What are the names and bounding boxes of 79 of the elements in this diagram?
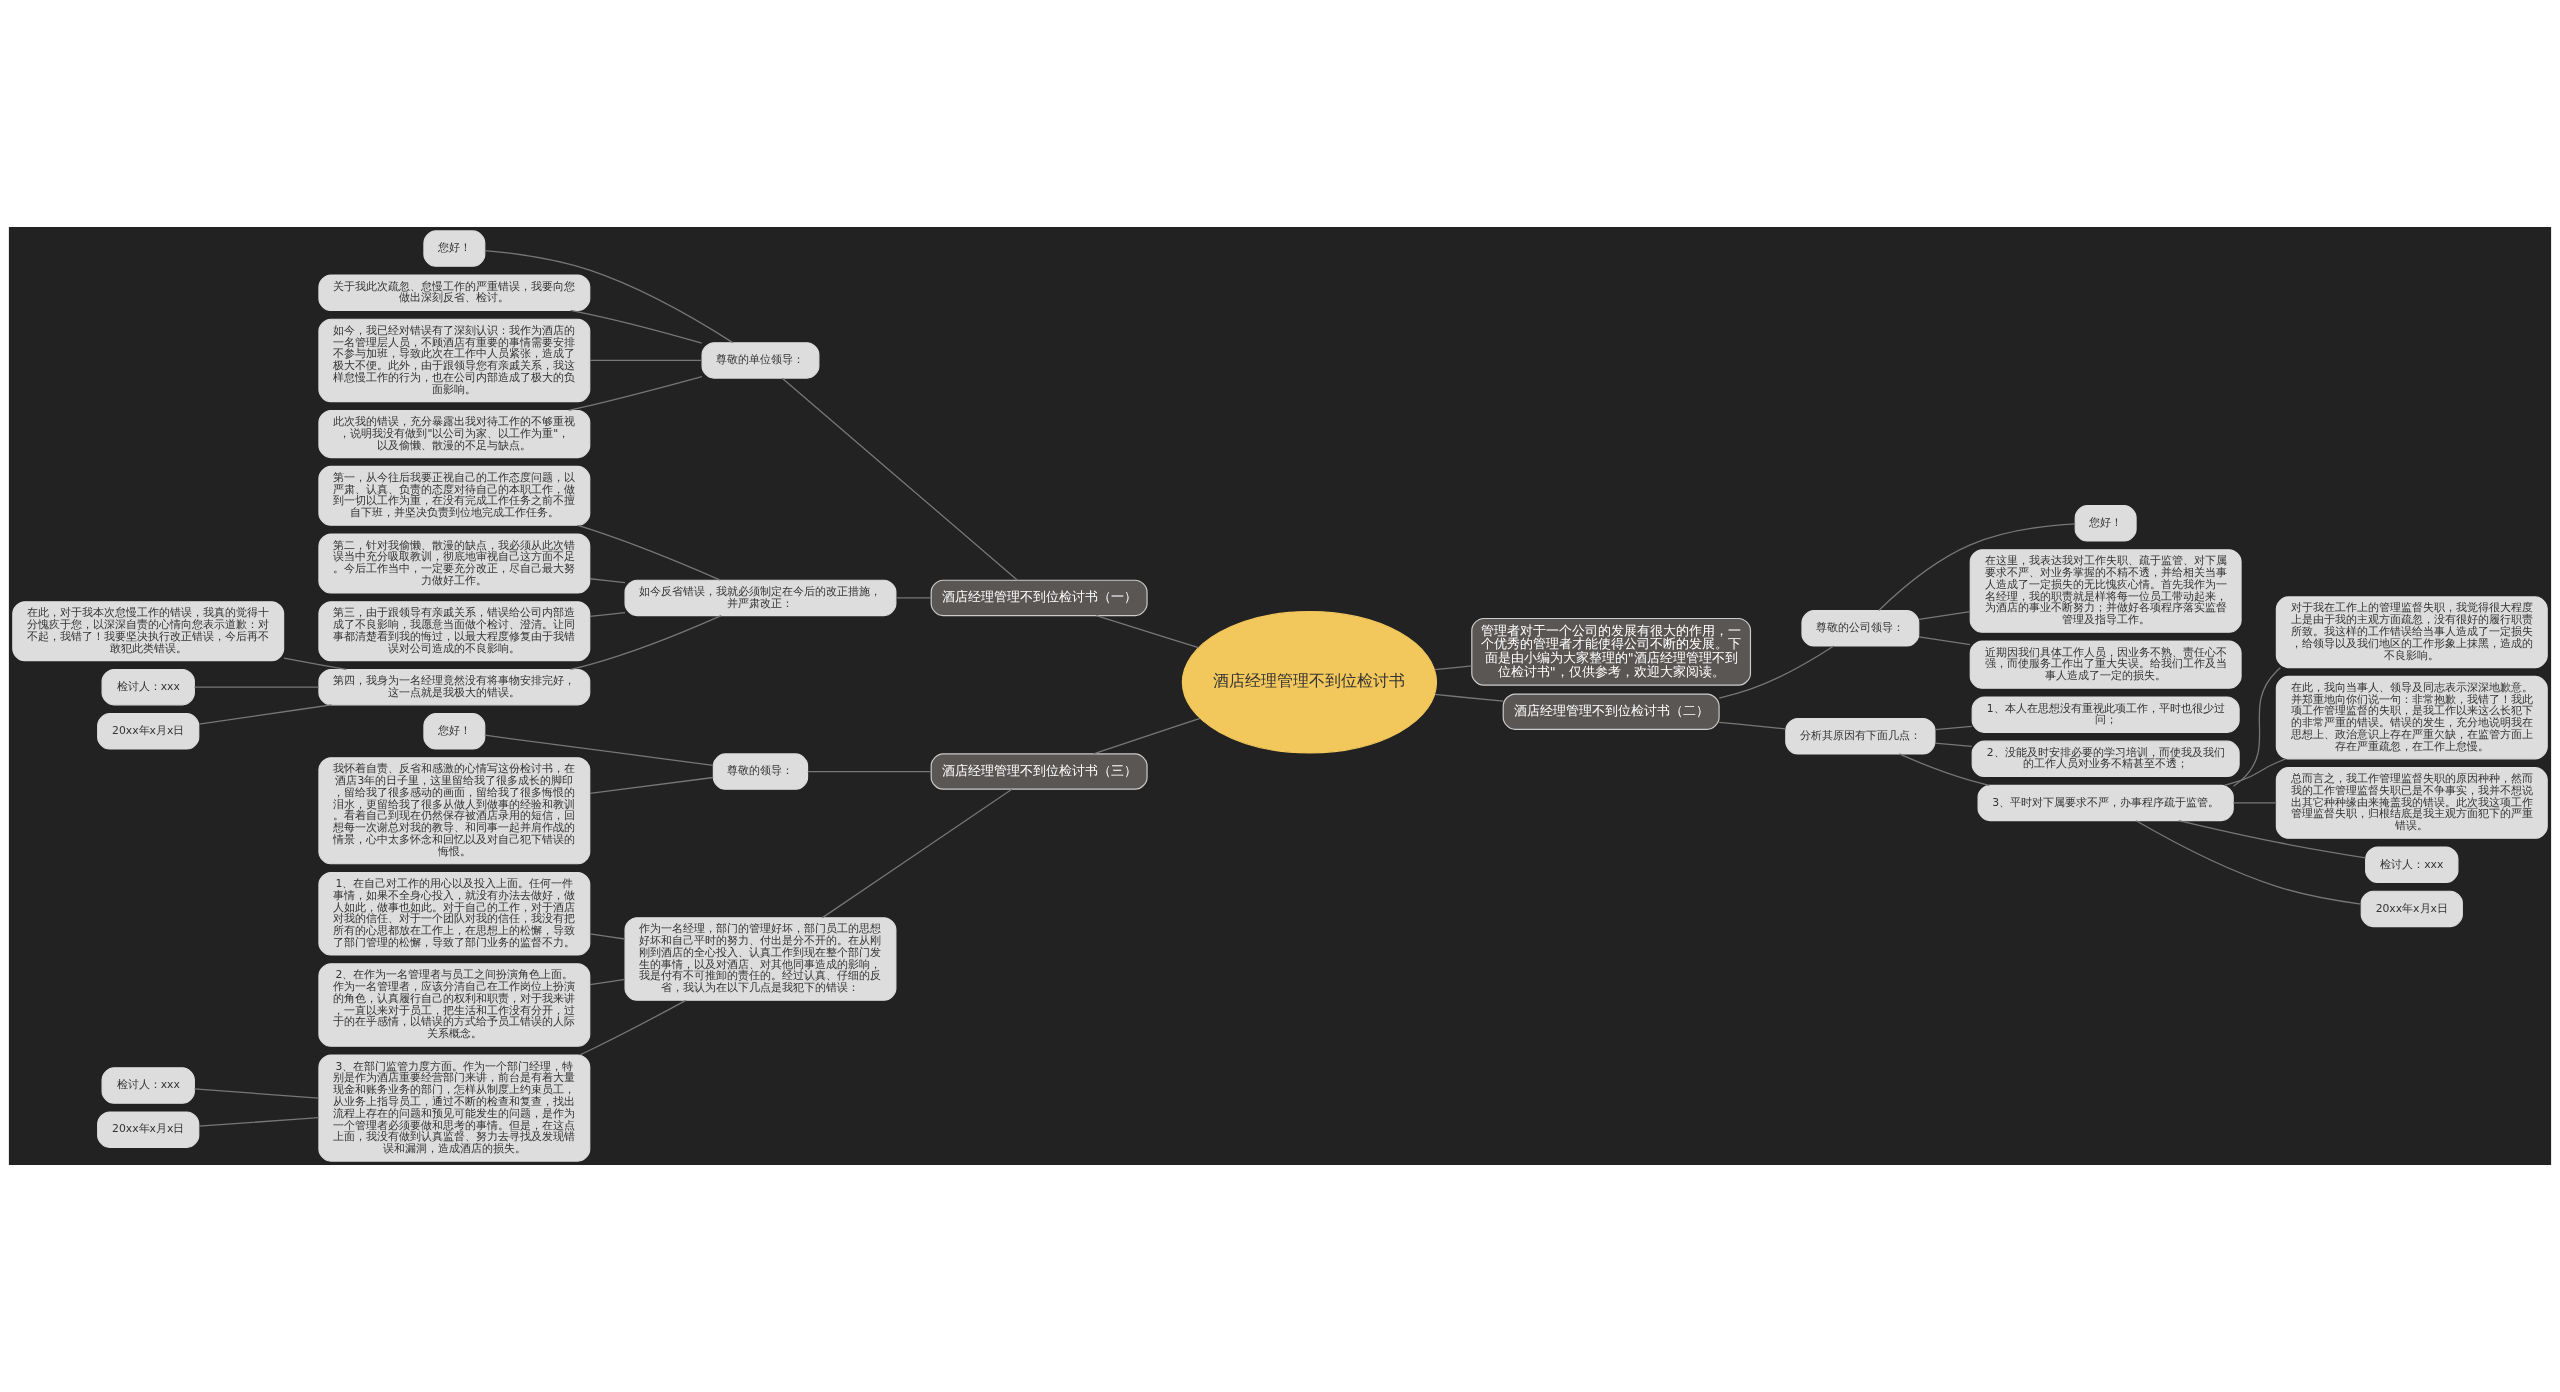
node-box: 检讨人：xxx xyxy=(101,668,195,706)
connector xyxy=(781,377,1019,581)
connector xyxy=(589,978,626,986)
node-box: 3、在部门监管力度方面。作为一个部门经理，特别是作为酒店重要经营部门来讲，前台是有着大量现金和账务业务的部门，怎样从制度上约束员工，从业务上指导员工，通过不断的检查和复查，找出流程上存在的问题和预见可能发生的问题，是作为一个管理者必须要做和思考的事情。但是，在这点上面，我没有做到认真监督、努力去寻找及发现错误和漏洞，造成酒店的损失。 xyxy=(318,1054,591,1162)
node-box: 您好！ xyxy=(423,713,486,750)
node-box: 近期因我们具体工作人员，因业务不熟、责任心不强，而使服务工作出了重大失误。给我们工作及当事人造成了一定的损失。 xyxy=(1969,640,2242,689)
connector xyxy=(2223,758,2287,786)
connector xyxy=(2135,820,2362,905)
connector xyxy=(2178,820,2367,859)
connector xyxy=(1934,742,1973,748)
node-box: 关于我此次疏忽、怠慢工作的严重错误，我要向您做出深刻反省、检讨。 xyxy=(318,274,591,311)
connector xyxy=(576,524,721,581)
node-box: 第四，我身为一名经理竟然没有将事物安排完好，这一点就是我极大的错误。 xyxy=(318,668,591,706)
connector xyxy=(568,375,703,412)
node-box: 尊敬的公司领导： xyxy=(1801,610,1920,647)
node-box: 作为一名经理，部门的管理好坏，部门员工的思想好坏和自己平时的努力、付出是分不开的。在从刚刚到酒店的全心投入、认真工作到现在整个部门发生的事情，以及对酒店、对其他同事造成的影响，我是付有不可推卸的责任的。经过认真、仔细的反省，我认为在以下几点是我犯下的错误： xyxy=(624,917,897,1001)
node-box: 酒店经理管理不到位检讨书（二） xyxy=(1502,693,1720,730)
connector xyxy=(198,704,333,725)
connector xyxy=(1898,753,1990,786)
node-box: 如今反省错误，我就必须制定在今后的改正措施，并严肃改正： xyxy=(624,579,897,617)
connector xyxy=(895,597,932,599)
connector xyxy=(569,309,703,344)
node-box: 第三，由于跟领导有亲戚关系，错误给公司内部造成了不良影响，我愿意当面做个检讨、澄清。让同事都清楚看到我的悔过，以最大程度修复由于我错误对公司造成的不良影响。 xyxy=(318,601,591,662)
connector xyxy=(1918,636,1971,646)
connector xyxy=(1433,665,1473,671)
connector xyxy=(589,776,714,795)
connector xyxy=(198,1117,320,1127)
node-box: 1、在自己对工作的用心以及投入上面。任何一件事情，如果不全身心投入，就没有办法去做好，做人如此，做事也如此。对于自己的工作，对于酒店对我的信任、对于一个团队对我的信任，我没有把所有的心思都放在工作上，在思想上的松懈，导致了部门管理的松懈，导致了部门业务的监督不力。 xyxy=(318,872,591,956)
node-box: 您好！ xyxy=(423,230,486,267)
connector xyxy=(193,1088,320,1099)
connector xyxy=(2232,802,2277,804)
node-box: 20xx年x月x日 xyxy=(97,713,200,750)
node-box: 此次我的错误，充分暴露出我对待工作的不够重视，说明我没有做到"以公司为家、以工作为重"，以及偷懒、散漫的不足与缺点。 xyxy=(318,409,591,459)
node-box: 您好！ xyxy=(2074,505,2137,542)
node-box: 在此，我向当事人、领导及同志表示深深地歉意。并郑重地向你们说一句：非常抱歉，我错了！我此项工作管理监督的失职，是我工作以来这么长犯下的非常严重的错误。错误的发生，充分地说明我在思想上、政治意识上存在严重欠缺，在监管方面上存在严重疏忽，在工作上怠慢。 xyxy=(2275,675,2548,760)
node-box: 如今，我已经对错误有了深刻认识：我作为酒店的一名管理层人员，不顾酒店有重要的事情需要安排不参与加班，导致此次在工作中人员紧张，造成了极大不便。此外，由于跟领导您有亲戚关系，我这样怠慢工作的行为，也在公司内部造成了极大的负面影响。 xyxy=(318,318,591,403)
node-box: 尊敬的领导： xyxy=(712,753,809,790)
node-box: 总而言之，我工作管理监督失职的原因种种，然而我的工作管理监督失职已是不争事实，我并不想说出其它种种缘由来掩盖我的错误。此次我这项工作管理监督失职，归根结底是我主观方面犯下的严重错误。 xyxy=(2275,767,2548,839)
connector xyxy=(1095,614,1200,649)
node-box: 2、没能及时安排必要的学习培训，而使我及我们的工作人员对业务不精甚至不透； xyxy=(1971,740,2240,778)
connector xyxy=(1434,693,1504,702)
connector xyxy=(484,734,714,767)
connector xyxy=(589,578,626,584)
connector xyxy=(1718,645,1835,699)
node-box: 管理者对于一个公司的发展有很大的作用，一个优秀的管理者才能使得公司不断的发展。下面是由小编为大家整理的"酒店经理管理不到位检讨书"，仅供参考，欢迎大家阅读。 xyxy=(1471,617,1752,686)
connector xyxy=(193,686,320,688)
node-box: 1、本人在思想没有重视此项工作，平时也很少过问； xyxy=(1971,696,2240,733)
connector xyxy=(589,359,703,362)
connector xyxy=(484,249,734,344)
connector xyxy=(579,999,687,1056)
node-box: 检讨人：xxx xyxy=(101,1067,195,1104)
connector xyxy=(1718,721,1787,730)
node-box: 分析其原因有下面几点： xyxy=(1785,718,1936,755)
node-box: 2、在作为一名管理者与员工之间扮演角色上面。作为一名管理者，应该分清自己在工作岗位上扮演的角色，认真履行自己的权利和职责，对于我来讲，一直以来对于员工，把生活和工作没有分开，过于的在乎感情，以错误的方式给予员工错误的人际关系概念。 xyxy=(318,963,591,1047)
connector xyxy=(589,933,626,940)
connector xyxy=(1918,611,1971,621)
node-box: 第一，从今往后我要正视自己的工作态度问题，以严肃、认真、负责的态度对待自己的本职工作，做到一切以工作为重，在没有完成工作任务之前不擅自下班，并坚决负责到位地完成工作任务。 xyxy=(318,465,591,526)
node-box: 第二，针对我偷懒、散漫的缺点，我必须从此次错误当中充分吸取教训，彻底地审视自己这方面不足。今后工作当中，一定要充分改正，尽自己最大努力做好工作。 xyxy=(318,533,591,594)
node-box: 酒店经理管理不到位检讨书（一） xyxy=(930,579,1148,617)
connector xyxy=(807,770,932,773)
node-box: 20xx年x月x日 xyxy=(97,1111,200,1148)
node-box: 在此，对于我本次怠慢工作的错误，我真的觉得十分愧疚于您，以深深自责的心情向您表示道歉：对不起，我错了！我要坚决执行改正错误，今后再不敢犯此类错误。 xyxy=(12,601,285,662)
connector xyxy=(1092,717,1201,755)
connector xyxy=(1934,725,1973,731)
node-box: 检讨人：xxx xyxy=(2365,846,2459,883)
node-box: 20xx年x月x日 xyxy=(2360,890,2463,928)
node-box: 尊敬的单位领导： xyxy=(701,342,820,379)
connector xyxy=(2232,667,2282,787)
node-ellipse: 酒店经理管理不到位检讨书 xyxy=(1181,611,1438,754)
node-box: 在这里，我表达我对工作失职、疏于监管、对下属要求不严、对业务掌握的不精不透，并给相关当事人造成了一定损失的无比愧疚心情。首先我作为一名经理，我的职责就是样将每一位员工带动起来，为酒店的事业不断努力；并做好各项程序落实监督管理及指导工作。 xyxy=(1969,549,2242,633)
node-box: 酒店经理管理不到位检讨书（三） xyxy=(930,753,1148,790)
node-box: 我怀着自责、反省和感激的心情写这份检讨书，在酒店3年的日子里，这里留给我了很多成长的脚印，留给我了很多感动的画面，留给我了很多悔恨的泪水，更留给我了很多从做人到做事的经验和教训。看着自己到现在仍然保存被酒店录用的短信，回想每一次谢总对我的教导、和同事一起并肩作战的情景，心中太多怀念和回忆以及对自己犯下错误的悔恨。 xyxy=(318,757,591,865)
node-box: 对于我在工作上的管理监督失职，我觉得很大程度上是由于我的主观方面疏忽，没有很好的履行职责所致。我这样的工作错误给当事人造成了一定损失，给领导以及我们地区的工作形象上抹黑，造成的不良影响。 xyxy=(2275,596,2548,669)
node-box: 3、平时对下属要求不严，办事程序疏于监管。 xyxy=(1977,784,2234,822)
connector xyxy=(1878,523,2076,612)
connector xyxy=(283,657,347,671)
connector xyxy=(821,788,1013,919)
connector xyxy=(589,612,626,618)
connector xyxy=(569,614,722,671)
